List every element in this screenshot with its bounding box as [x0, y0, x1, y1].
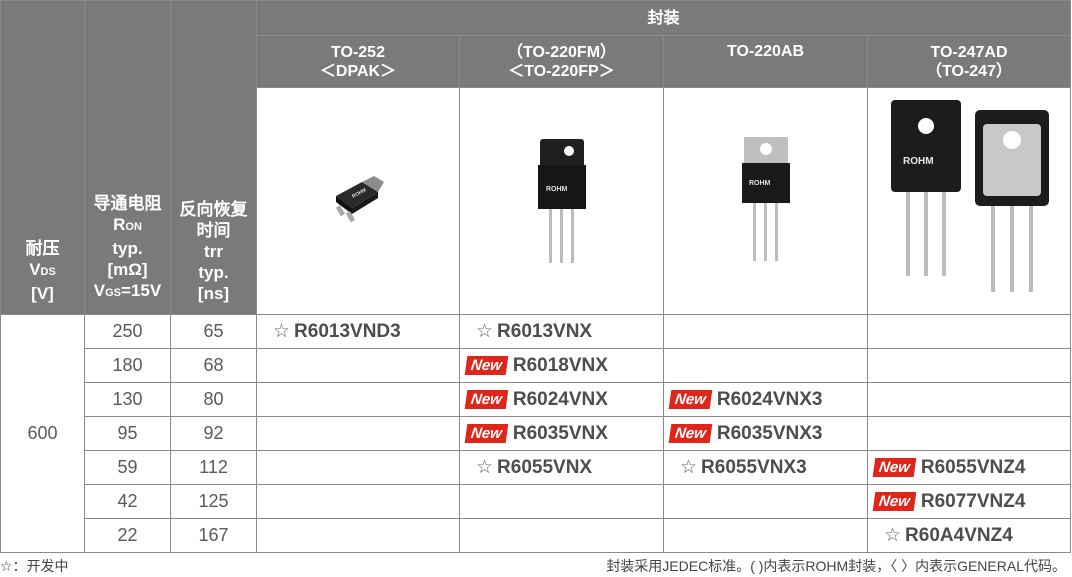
voltage-cell: 600 — [0, 314, 85, 553]
trr-cell: 80 — [170, 382, 257, 417]
new-badge: New — [464, 423, 509, 443]
part-cell — [256, 450, 460, 485]
new-badge: New — [872, 457, 917, 477]
part-number: R6077VNZ4 — [920, 490, 1026, 512]
part-cell — [866, 416, 1072, 451]
ron-header: 导通电阻 RON typ. [mΩ] VGS=15V — [84, 0, 171, 315]
footer-note-right: 封装采用JEDEC标准。( )内表示ROHM封装，〈 〉内表示GENERAL代码… — [606, 558, 1066, 574]
star-icon: ☆ — [680, 457, 698, 478]
part-number: R60A4VNZ4 — [905, 525, 1013, 546]
ron-cell: 180 — [84, 348, 171, 383]
package-group-header: 封装 — [255, 0, 1072, 36]
ron-cell: 130 — [84, 382, 171, 417]
part-number: R6013VND3 — [294, 321, 401, 342]
ron-cell: 250 — [84, 314, 171, 349]
package-header-to247: TO-247AD（TO-247） — [866, 35, 1072, 88]
trr-cell: 65 — [170, 314, 257, 349]
new-badge: New — [872, 491, 917, 511]
part-number: R6024VNX3 — [716, 388, 823, 410]
ron-cell: 22 — [84, 518, 171, 553]
trr-cell: 68 — [170, 348, 257, 383]
part-cell — [663, 484, 868, 519]
new-badge: New — [668, 389, 713, 409]
trr-cell: 125 — [170, 484, 257, 519]
part-number: R6055VNZ4 — [920, 456, 1026, 478]
part-number: R6018VNX — [512, 354, 608, 376]
to220fm-package-image: ROHM — [459, 87, 664, 315]
star-icon: ☆ — [476, 457, 494, 478]
part-cell — [256, 416, 460, 451]
package-header-to220fm: （TO-220FM）＜TO-220FP＞ — [459, 35, 664, 88]
part-cell — [866, 348, 1072, 383]
part-cell — [663, 518, 868, 553]
part-number: R6013VNX — [497, 321, 593, 342]
part-number: R6035VNX — [512, 422, 608, 444]
part-cell — [866, 314, 1072, 349]
part-number: R6035VNX3 — [716, 422, 823, 444]
part-number: R6055VNX3 — [701, 457, 807, 478]
to247-package-image: ROHM — [866, 87, 1072, 315]
package-header-to252: TO-252＜DPAK＞ — [256, 35, 460, 88]
part-cell — [256, 382, 460, 417]
part-cell — [866, 382, 1072, 417]
part-cell: ☆R6013VNX — [459, 314, 664, 349]
to220ab-package-image: ROHM — [663, 87, 868, 315]
ron-cell: 59 — [84, 450, 171, 485]
part-cell — [459, 518, 664, 553]
to252-package-image: ROHM — [256, 87, 460, 315]
package-header-to220ab: TO-220AB — [663, 35, 868, 88]
voltage-header: 耐压 VDS [V] — [0, 0, 85, 315]
star-icon: ☆ — [884, 525, 902, 546]
part-cell — [663, 348, 868, 383]
product-table: 耐压 VDS [V] 导通电阻 RON typ. [mΩ] VGS=15V 反向… — [0, 0, 1072, 553]
part-cell — [663, 314, 868, 349]
part-cell: ☆R6055VNX — [459, 450, 664, 485]
part-cell: ☆R6055VNX3 — [663, 450, 868, 485]
part-cell — [256, 518, 460, 553]
brand-label: ROHM — [749, 180, 771, 187]
footer-note-left: ☆：开发中 — [0, 558, 69, 574]
part-cell: ☆R6013VND3 — [256, 314, 460, 349]
trr-header: 反向恢复 时间 trr typ. [ns] — [170, 0, 257, 315]
new-badge: New — [464, 389, 509, 409]
trr-cell: 112 — [170, 450, 257, 485]
new-badge: New — [464, 355, 509, 375]
brand-label: ROHM — [546, 186, 568, 193]
trr-cell: 167 — [170, 518, 257, 553]
star-icon: ☆ — [273, 321, 291, 342]
part-cell: ☆R60A4VNZ4 — [866, 518, 1072, 553]
ron-cell: 95 — [84, 416, 171, 451]
part-number: R6024VNX — [512, 388, 608, 410]
trr-cell: 92 — [170, 416, 257, 451]
star-icon: ☆ — [476, 321, 494, 342]
part-number: R6055VNX — [497, 457, 593, 478]
ron-cell: 42 — [84, 484, 171, 519]
brand-label: ROHM — [903, 156, 934, 167]
part-cell — [459, 484, 664, 519]
part-cell — [256, 348, 460, 383]
new-badge: New — [668, 423, 713, 443]
part-cell — [256, 484, 460, 519]
